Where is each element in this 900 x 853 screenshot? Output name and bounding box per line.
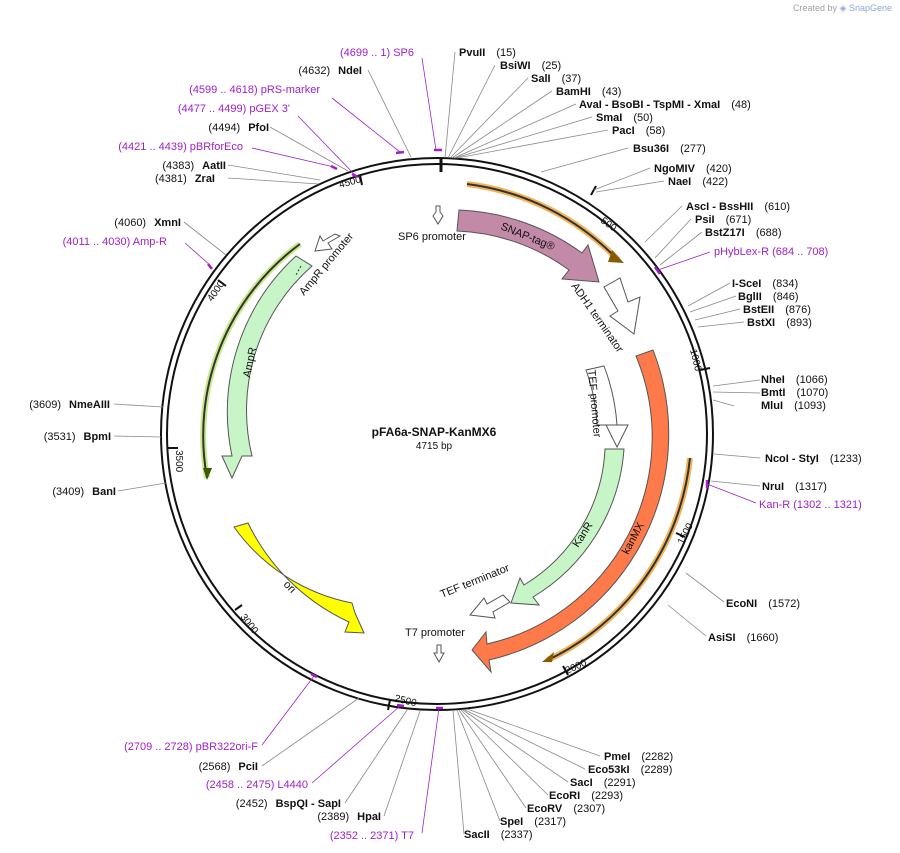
feature-label-sp6-promoter: SP6 promoter (398, 231, 466, 243)
site-label: BamHI (43) (556, 86, 621, 98)
site-labels-left: (4632)NdeI (4494)PfoI (4383)AatII (4381)… (29, 65, 381, 823)
site-label: Eco53kI (2289) (588, 764, 672, 776)
site-label: SacII (2337) (464, 829, 533, 841)
site-label: (2452)BspQI - SapI (236, 798, 341, 810)
site-label: (3609)NmeAIII (29, 399, 110, 411)
site-label: AvaI - BsoBI - TspMI - XmaI (48) (579, 99, 751, 111)
site-label: (4381)ZraI (155, 173, 215, 185)
site-label: (4632)NdeI (298, 65, 362, 77)
feature-sp6-promoter (432, 205, 444, 225)
leader-lines (113, 51, 761, 835)
primer-label: (2352 .. 2371) T7 (330, 830, 414, 842)
tick-label: 1000 (687, 348, 703, 373)
tick-label: 1500 (676, 521, 696, 546)
primer-labels: (4699 .. 1) SP6 (4599 .. 4618) pRS-marke… (63, 47, 862, 842)
site-label: PacI (58) (612, 125, 665, 137)
site-label: PmeI (2282) (604, 751, 673, 763)
credit-prefix: Created by (792, 3, 837, 13)
site-label: BstEII (876) (743, 304, 811, 316)
site-label: PvuII (15) (459, 47, 516, 59)
primer-leader-lines (184, 57, 757, 834)
site-label: EcoRI (2293) (549, 790, 623, 802)
site-label: (3531)BpmI (44, 431, 111, 443)
feature-snap-tag (456, 209, 600, 283)
site-label: NheI (1066) (761, 374, 828, 386)
feature-tef-terminator (469, 594, 511, 619)
primer-label: (4011 .. 4030) Amp-R (63, 236, 167, 248)
tick-label: 4000 (205, 279, 227, 304)
primer-label: pHybLex-R (684 .. 708) (714, 246, 828, 258)
site-label: MluI (1093) (761, 400, 826, 412)
feature-ampr (221, 255, 313, 480)
site-label: BmtI (1070) (761, 387, 828, 399)
primer-label: Kan-R (1302 .. 1321) (759, 499, 862, 511)
primer-label: (2458 .. 2475) L4440 (206, 779, 308, 791)
feature-ampr-promoter (314, 233, 342, 252)
site-label: EcoRV (2307) (527, 803, 605, 815)
site-label: (3409)BanI (52, 486, 116, 498)
site-label: BstXI (893) (747, 317, 812, 329)
site-label: EcoNI (1572) (726, 598, 800, 610)
snapgene-credit: Created by ◈ SnapGene (793, 3, 892, 14)
site-label: (2389)HpaI (317, 811, 381, 823)
tick-label: 3000 (238, 612, 261, 637)
tick-label: 3500 (173, 450, 184, 473)
site-label: BsiWI (25) (500, 60, 561, 72)
feature-ori (233, 522, 365, 634)
site-label: BglII (846) (738, 291, 799, 303)
site-label: Bsu36I (277) (633, 143, 706, 155)
tick-label: 2000 (564, 657, 589, 676)
site-label: AscI - BssHII (610) (686, 201, 790, 213)
primer-label: (2709 .. 2728) pBR322ori-F (124, 741, 258, 753)
snapgene-logo-icon: ◈ (839, 3, 847, 13)
primer-label: (4599 .. 4618) pRS-marker (189, 84, 320, 96)
feature-adh1-terminator (603, 277, 641, 335)
site-label: NaeI (422) (668, 176, 728, 188)
site-label: NgoMIV (420) (654, 163, 732, 175)
primer-label: (4477 .. 4499) pGEX 3' (178, 103, 290, 115)
site-label: (4060)XmnI (114, 217, 181, 229)
primer-label: (4699 .. 1) SP6 (340, 47, 414, 59)
site-label: SalI (37) (531, 73, 581, 85)
site-label: NcoI - StyI (1233) (765, 453, 862, 465)
site-label: SmaI (50) (596, 112, 653, 124)
feature-t7-promoter (433, 644, 445, 664)
primer-label: (4421 .. 4439) pBRforEco (118, 141, 243, 153)
plasmid-length: 4715 bp (416, 441, 453, 452)
site-labels-right: PvuII (15) BsiWI (25) SalI (37) BamHI (4… (459, 47, 862, 841)
credit-brand: SnapGene (848, 3, 892, 13)
feature-kanr (510, 448, 625, 606)
site-label: AsiSI (1660) (708, 632, 778, 644)
tick-label: 4500 (338, 174, 363, 190)
plasmid-name: pFA6a-SNAP-KanMX6 (372, 425, 497, 439)
feature-kanmx (471, 349, 670, 674)
site-label: SpeI (2317) (500, 816, 566, 828)
site-label: I-SceI (834) (732, 278, 798, 290)
feature-label-ori: ori (281, 579, 298, 596)
feature-label-tef-terminator: TEF terminator (439, 562, 512, 601)
site-label: (2568)PciI (199, 761, 258, 773)
site-label: PsiI (671) (695, 214, 751, 226)
site-label: BstZ17I (688) (705, 227, 782, 239)
feature-label-tef-promoter: TEF promoter (585, 369, 603, 438)
plasmid-backbone (160, 157, 714, 711)
site-label: NruI (1317) (762, 481, 827, 493)
feature-label-t7-promoter: T7 promoter (405, 627, 465, 639)
feature-tef-promoter (585, 365, 629, 449)
site-label: SacI (2291) (570, 777, 636, 789)
site-label: (4494)PfoI (208, 122, 269, 134)
site-label: (4383)AatII (162, 160, 226, 172)
